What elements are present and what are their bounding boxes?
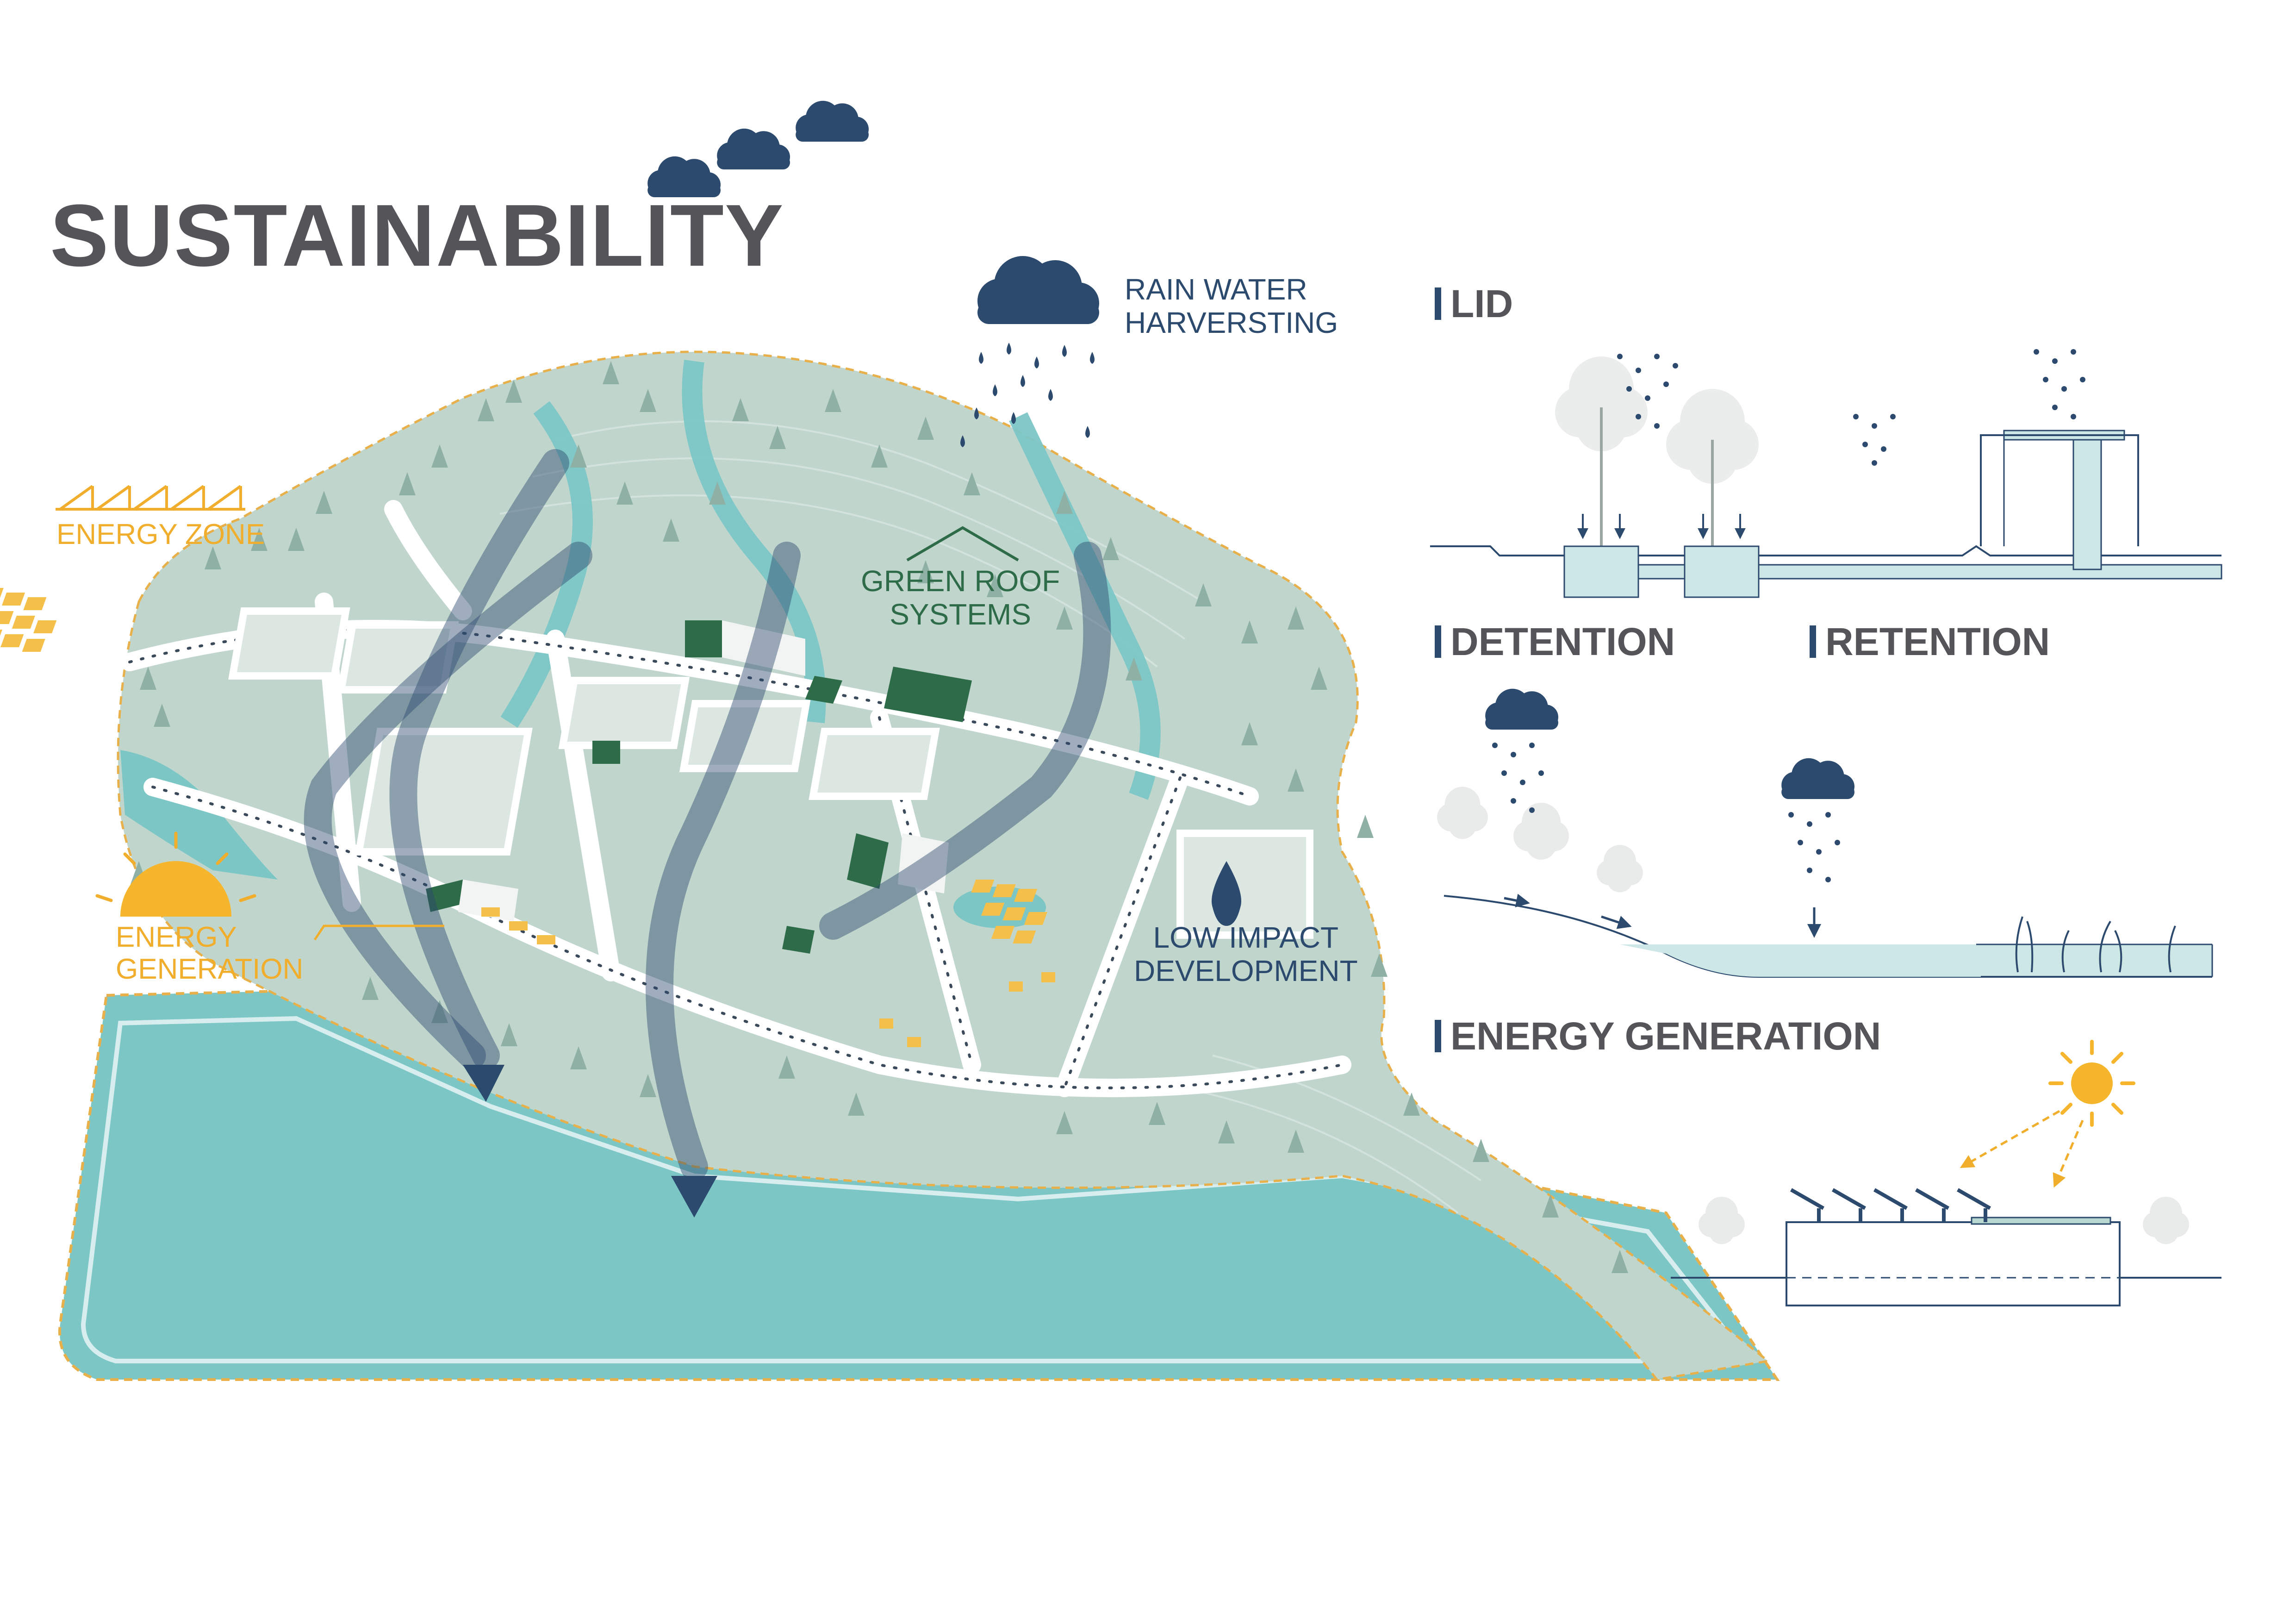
lid-diagram	[647, 100, 2222, 598]
lid-heading-bar	[1435, 287, 1441, 320]
low-impact-line-1: LOW IMPACT	[1153, 921, 1339, 954]
rain-water-label: RAIN WATER HARVERSTING	[1125, 273, 1338, 339]
energy-generation-heading-bar	[1435, 1020, 1441, 1052]
rain-water-line-2: HARVERSTING	[1125, 306, 1338, 339]
energy-generation-line-2: GENERATION	[116, 953, 304, 986]
detention-retention-diagram	[1437, 688, 2213, 978]
sun-icon	[95, 831, 256, 917]
energy-generation-label: ENERGY GENERATION	[116, 921, 303, 986]
energy-generation-heading: ENERGY GENERATION	[1435, 1014, 1881, 1059]
low-impact-line-2: DEVELOPMENT	[1134, 954, 1358, 987]
detention-heading-text: DETENTION	[1450, 620, 1675, 663]
energy-generation-heading-text: ENERGY GENERATION	[1450, 1014, 1881, 1058]
lid-heading-text: LID	[1450, 282, 1513, 325]
rain-water-line-1: RAIN WATER	[1125, 273, 1307, 306]
low-impact-label: LOW IMPACT DEVELOPMENT	[1134, 921, 1358, 987]
detention-heading-bar	[1435, 625, 1441, 658]
sun-icon-panel	[2050, 1042, 2134, 1125]
energy-zone-label: ENERGY ZONE	[56, 518, 265, 550]
retention-heading-bar	[1810, 625, 1816, 658]
solar-panels-icon	[56, 485, 245, 511]
retention-heading-text: RETENTION	[1825, 620, 2050, 663]
green-roof-line-1: GREEN ROOF	[861, 564, 1060, 598]
rain-cloud-icon	[960, 256, 1099, 447]
lid-heading: LID	[1435, 281, 1513, 326]
detention-heading: DETENTION	[1435, 619, 1675, 664]
water-drop-icon	[1212, 861, 1241, 926]
energy-generation-diagram	[1671, 1042, 2221, 1306]
green-roof-line-2: SYSTEMS	[890, 597, 1032, 631]
retention-heading: RETENTION	[1810, 619, 2050, 664]
green-roof-icon	[906, 526, 1019, 562]
green-roof-label: GREEN ROOF SYSTEMS	[861, 564, 1060, 631]
site-map	[0, 256, 1780, 1381]
page-title: SUSTAINABILITY	[50, 187, 784, 285]
energy-generation-line-1: ENERGY	[116, 921, 237, 953]
